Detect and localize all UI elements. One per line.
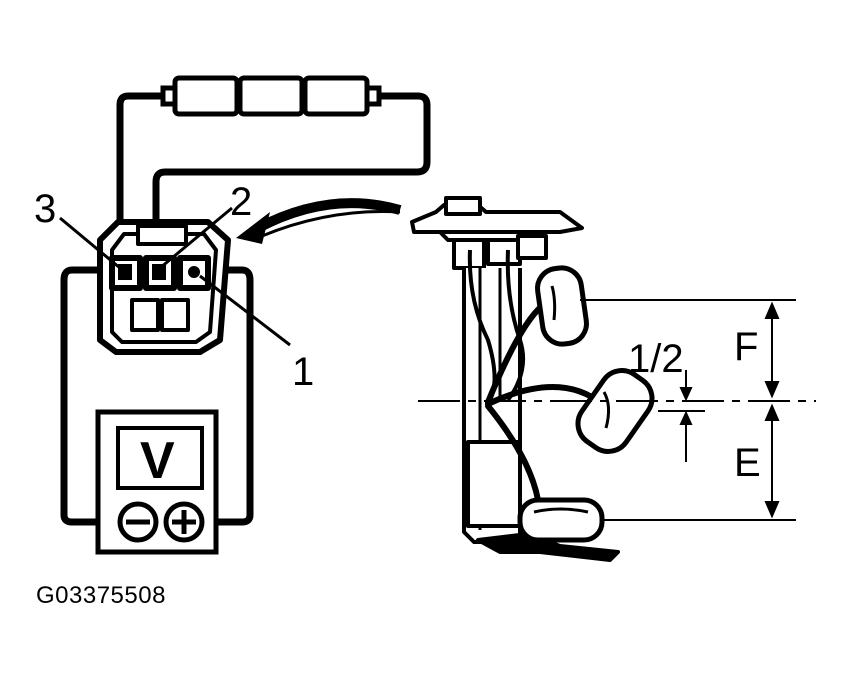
terminal-callouts [59,206,291,347]
terminal-label-3: 3 [34,187,56,231]
float-half [575,368,655,454]
dimension-empty [764,403,780,519]
resistor-pack [160,75,382,117]
terminal-1-cavity [177,255,211,291]
dimension-half [679,370,693,462]
dimension-full [764,301,780,399]
connector [97,219,231,355]
curved-arrow-icon [236,198,402,244]
float-full [535,265,589,347]
terminal-3-pin [118,264,132,280]
figure-id: G03375508 [36,582,166,609]
negative-terminal-icon [117,501,159,543]
terminal-label-1: 1 [292,350,314,394]
terminal-1-pin [188,266,200,278]
level-label-empty: E [734,441,761,485]
level-reference-lines [418,299,816,521]
float-empty [517,497,605,543]
terminal-2-pin [152,264,166,280]
terminal-label-2: 2 [230,180,252,224]
positive-terminal-icon [163,501,205,543]
level-label-half: 1/2 [628,337,684,381]
test-wires [60,92,431,526]
level-label-full: F [734,325,758,369]
voltmeter-display-v: V [140,432,175,490]
